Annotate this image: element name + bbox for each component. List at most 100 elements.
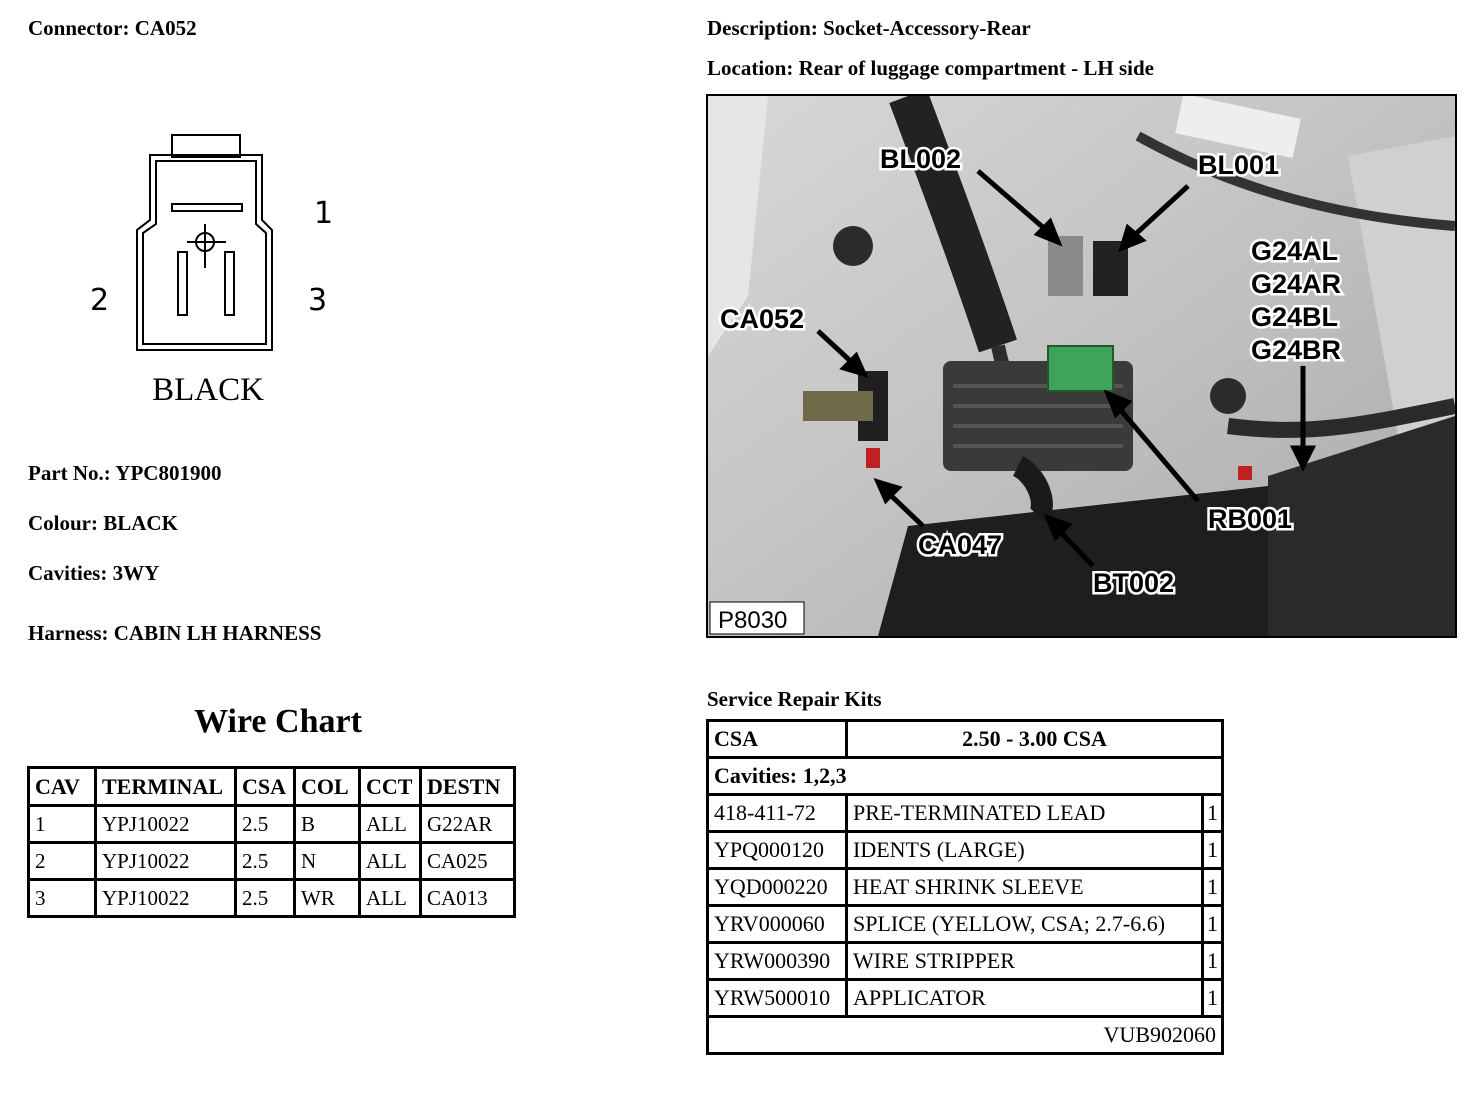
description-label: Description: [707, 16, 818, 40]
service-kits-table: CSA 2.50 - 3.00 CSA Cavities: 1,2,3 418-… [706, 719, 1224, 1055]
callout-g24ar: G24AR [1251, 269, 1341, 299]
table-row: 418-411-72 PRE-TERMINATED LEAD 1 [709, 796, 1221, 830]
part-number-value: YPC801900 [115, 461, 222, 485]
photo-figure-id: P8030 [718, 607, 787, 634]
kit-description: PRE-TERMINATED LEAD [848, 796, 1201, 830]
table-row: 3 YPJ10022 2.5 WR ALL CA013 [30, 881, 513, 915]
kit-description: IDENTS (LARGE) [848, 833, 1201, 867]
cell-csa: 2.5 [237, 807, 293, 841]
header-destn: DESTN [422, 769, 513, 804]
cell-cav: 1 [30, 807, 94, 841]
kits-cavities-line: Cavities: 1,2,3 [709, 759, 1221, 793]
harness-value: CABIN LH HARNESS [113, 621, 322, 645]
kit-quantity: 1 [1204, 870, 1221, 904]
table-row: 2 YPJ10022 2.5 N ALL CA025 [30, 844, 513, 878]
cell-csa: 2.5 [237, 844, 293, 878]
kits-csa-label: CSA [709, 722, 845, 756]
location-value: Rear of luggage compartment - LH side [798, 56, 1154, 80]
header-terminal: TERMINAL [97, 769, 234, 804]
pin-3-number: 3 [308, 283, 327, 318]
cell-destn: CA013 [422, 881, 513, 915]
kit-part-number: YRW500010 [709, 981, 845, 1015]
callout-g24br: G24BR [1251, 335, 1341, 365]
table-row: YRW000390 WIRE STRIPPER 1 [709, 944, 1221, 978]
colour-line: Colour: BLACK [28, 511, 178, 536]
cell-cav: 2 [30, 844, 94, 878]
colour-value: BLACK [103, 511, 178, 535]
kits-csa-row: CSA 2.50 - 3.00 CSA [709, 722, 1221, 756]
description-line: Description: Socket-Accessory-Rear [707, 16, 1031, 41]
cell-cav: 3 [30, 881, 94, 915]
callout-bl002: BL002 [880, 144, 961, 174]
kit-part-number: YQD000220 [709, 870, 845, 904]
cell-destn: G22AR [422, 807, 513, 841]
arrow-rb001 [1111, 399, 1200, 503]
header-col: COL [296, 769, 358, 804]
location-photo-illustration: BL002 BL001 G24AL G24AR G24BL G24BR CA05… [708, 96, 1455, 636]
harness-line: Harness: CABIN LH HARNESS [28, 621, 321, 646]
cavities-line: Cavities: 3WY [28, 561, 159, 586]
kit-quantity: 1 [1204, 796, 1221, 830]
kit-part-number: YPQ000120 [709, 833, 845, 867]
arrow-bl002 [976, 169, 1055, 238]
pin-2-slot [177, 251, 188, 316]
cavities-label: Cavities: [28, 561, 108, 585]
pin-2-number: 2 [90, 283, 109, 318]
table-row: YQD000220 HEAT SHRINK SLEEVE 1 [709, 870, 1221, 904]
kit-quantity: 1 [1204, 944, 1221, 978]
colour-label: Colour: [28, 511, 98, 535]
header-cct: CCT [361, 769, 419, 804]
cell-csa: 2.5 [237, 881, 293, 915]
kit-quantity: 1 [1204, 907, 1221, 941]
table-row: 1 YPJ10022 2.5 B ALL G22AR [30, 807, 513, 841]
callout-bt002: BT002 [1093, 568, 1174, 598]
service-kits-title: Service Repair Kits [707, 687, 882, 711]
connector-colour-caption: BLACK [152, 372, 264, 408]
cavities-value: 3WY [112, 561, 160, 585]
kits-csa-value: 2.50 - 3.00 CSA [848, 722, 1221, 756]
kits-number-row: VUB902060 [709, 1018, 1221, 1052]
header-csa: CSA [237, 769, 293, 804]
kit-description: WIRE STRIPPER [848, 944, 1201, 978]
callout-ca052: CA052 [720, 304, 804, 334]
header-cav: CAV [30, 769, 94, 804]
kit-description: HEAT SHRINK SLEEVE [848, 870, 1201, 904]
connector-housing-outer [136, 154, 273, 351]
table-row: YPQ000120 IDENTS (LARGE) 1 [709, 833, 1221, 867]
kit-part-number: 418-411-72 [709, 796, 845, 830]
callout-g24bl: G24BL [1251, 302, 1338, 332]
connector-label: Connector: [28, 16, 130, 40]
cell-col: WR [296, 881, 358, 915]
connector-latch [171, 134, 241, 158]
connector-housing-inner [142, 160, 267, 345]
kit-description: SPLICE (YELLOW, CSA; 2.7-6.6) [848, 907, 1201, 941]
callout-ca047: CA047 [918, 530, 1002, 560]
part-number-label: Part No.: [28, 461, 111, 485]
harness-label: Harness: [28, 621, 109, 645]
wire-chart-header-row: CAV TERMINAL CSA COL CCT DESTN [30, 769, 513, 804]
cell-col: N [296, 844, 358, 878]
table-row: YRW500010 APPLICATOR 1 [709, 981, 1221, 1015]
pin-1-slot [171, 203, 243, 212]
wire-chart-table: CAV TERMINAL CSA COL CCT DESTN 1 YPJ1002… [27, 766, 516, 918]
pin-1-number: 1 [314, 196, 333, 231]
callout-bl001: BL001 [1198, 150, 1279, 180]
cell-cct: ALL [361, 807, 419, 841]
cell-cct: ALL [361, 881, 419, 915]
kit-part-number: YRW000390 [709, 944, 845, 978]
location-photo: BL002 BL001 G24AL G24AR G24BL G24BR CA05… [706, 94, 1457, 638]
cell-terminal: YPJ10022 [97, 881, 234, 915]
kit-description: APPLICATOR [848, 981, 1201, 1015]
cell-cct: ALL [361, 844, 419, 878]
kit-quantity: 1 [1204, 981, 1221, 1015]
cell-col: B [296, 807, 358, 841]
pin-3-slot [224, 251, 235, 316]
cell-terminal: YPJ10022 [97, 844, 234, 878]
kit-part-number: YRV000060 [709, 907, 845, 941]
kits-cavities-row: Cavities: 1,2,3 [709, 759, 1221, 793]
cell-terminal: YPJ10022 [97, 807, 234, 841]
callout-rb001: RB001 [1208, 504, 1292, 534]
callout-g24al: G24AL [1251, 236, 1338, 266]
table-row: YRV000060 SPLICE (YELLOW, CSA; 2.7-6.6) … [709, 907, 1221, 941]
part-number-line: Part No.: YPC801900 [28, 461, 221, 486]
